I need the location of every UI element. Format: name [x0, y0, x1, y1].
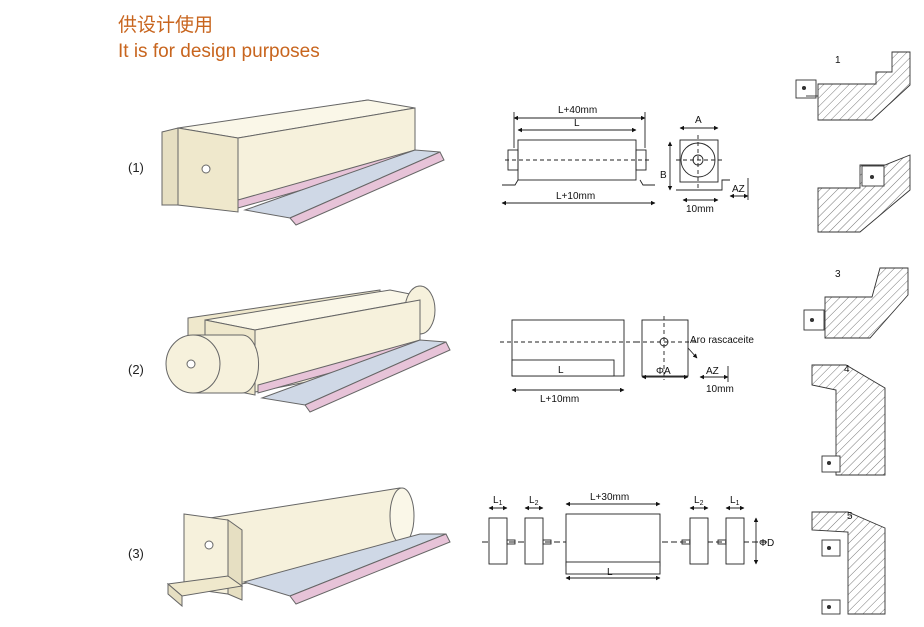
- dim2-label-az: AZ: [706, 366, 719, 377]
- dim2-label-bottom: L+10mm: [540, 394, 579, 405]
- mounting-label-5: 5: [847, 511, 853, 522]
- dim-label-az: AZ: [732, 184, 745, 195]
- dimension-drawing-3: [482, 501, 770, 581]
- mounting-label-3: 3: [835, 269, 841, 280]
- dim2-label-l: L: [558, 365, 564, 376]
- dim-label-a: A: [695, 115, 702, 126]
- dim3-label-l2-left: L2: [529, 495, 539, 507]
- dim3-label-l1-left: L1: [493, 495, 503, 507]
- dim3-label-l1-right: L1: [730, 495, 740, 507]
- mounting-label-4: 4: [844, 364, 850, 375]
- dim-label-top-inner: L: [574, 118, 580, 129]
- dimension-drawing-1: [501, 112, 749, 206]
- dim3-label-bottom: L: [607, 567, 613, 578]
- dim-label-bottom: L+10mm: [556, 191, 595, 202]
- mounting-label-1: 1: [835, 55, 841, 66]
- heater-illustration-2: [165, 285, 451, 413]
- heater-illustration-1: [161, 99, 445, 226]
- dim-label-top-outer: L+40mm: [558, 105, 597, 116]
- mounting-diagram-2: [817, 154, 911, 233]
- mounting-diagram-4: [811, 364, 886, 476]
- dim3-label-top: L+30mm: [590, 492, 629, 503]
- dim2-label-ring: Aro rascaceite: [690, 335, 754, 346]
- dim2-label-phia: ΦA: [656, 366, 671, 377]
- mounting-diagram-1: [795, 51, 911, 121]
- page-title-english: It is for design purposes: [118, 41, 320, 62]
- dim3-label-l2-right: L2: [694, 495, 704, 507]
- dim2-label-10mm: 10mm: [706, 384, 734, 395]
- mounting-diagram-3: [803, 267, 909, 339]
- dim-label-b: B: [660, 170, 667, 181]
- mounting-diagram-5: [811, 511, 886, 615]
- dim-label-10mm: 10mm: [686, 204, 714, 215]
- page-title-chinese: 供设计使用: [118, 14, 214, 36]
- dimension-drawing-2: [500, 316, 729, 393]
- row-label-2: (2): [128, 362, 144, 377]
- dim3-label-phid: ΦD: [759, 538, 774, 549]
- row-label-1: (1): [128, 160, 144, 175]
- row-label-3: (3): [128, 546, 144, 561]
- heater-illustration-3: [166, 487, 451, 608]
